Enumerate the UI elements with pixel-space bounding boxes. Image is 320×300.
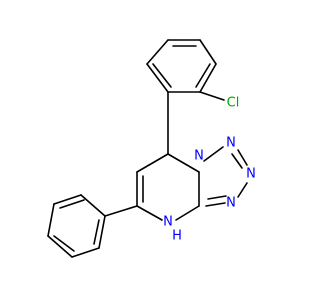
bonds: [47, 39, 248, 258]
bond: [47, 203, 55, 237]
bond: [47, 235, 73, 258]
bond: [207, 195, 227, 200]
bond: [93, 219, 100, 245]
bond: [53, 235, 75, 252]
bond: [146, 39, 169, 65]
bond: [175, 205, 200, 221]
bond: [80, 194, 106, 217]
atom-label-n4: N: [226, 196, 236, 211]
bond: [71, 247, 100, 258]
bond: [53, 194, 82, 205]
bond: [203, 146, 224, 162]
bond: [152, 63, 172, 88]
atom-label-n2: N: [226, 136, 236, 151]
bond: [205, 202, 226, 207]
bond: [136, 153, 169, 173]
bond: [146, 63, 169, 93]
bond: [199, 63, 217, 93]
atom-labels: Cl N N N N N H: [163, 96, 256, 244]
bond: [59, 199, 85, 209]
atom-label-n3: N: [246, 167, 256, 182]
bond: [195, 63, 211, 88]
bond: [237, 149, 248, 166]
atom-label-h: H: [172, 229, 182, 244]
bond: [231, 153, 243, 169]
bond: [199, 91, 225, 101]
bond: [136, 205, 163, 221]
atom-label-n5: N: [163, 215, 173, 230]
molecule-structure: Cl N N N N N H: [47, 39, 256, 258]
bond: [199, 39, 217, 65]
bond: [237, 182, 248, 198]
bond: [167, 153, 200, 173]
bond: [104, 205, 138, 217]
atom-label-n1: N: [194, 149, 204, 164]
bond: [98, 215, 106, 249]
atom-label-cl: Cl: [227, 96, 240, 111]
